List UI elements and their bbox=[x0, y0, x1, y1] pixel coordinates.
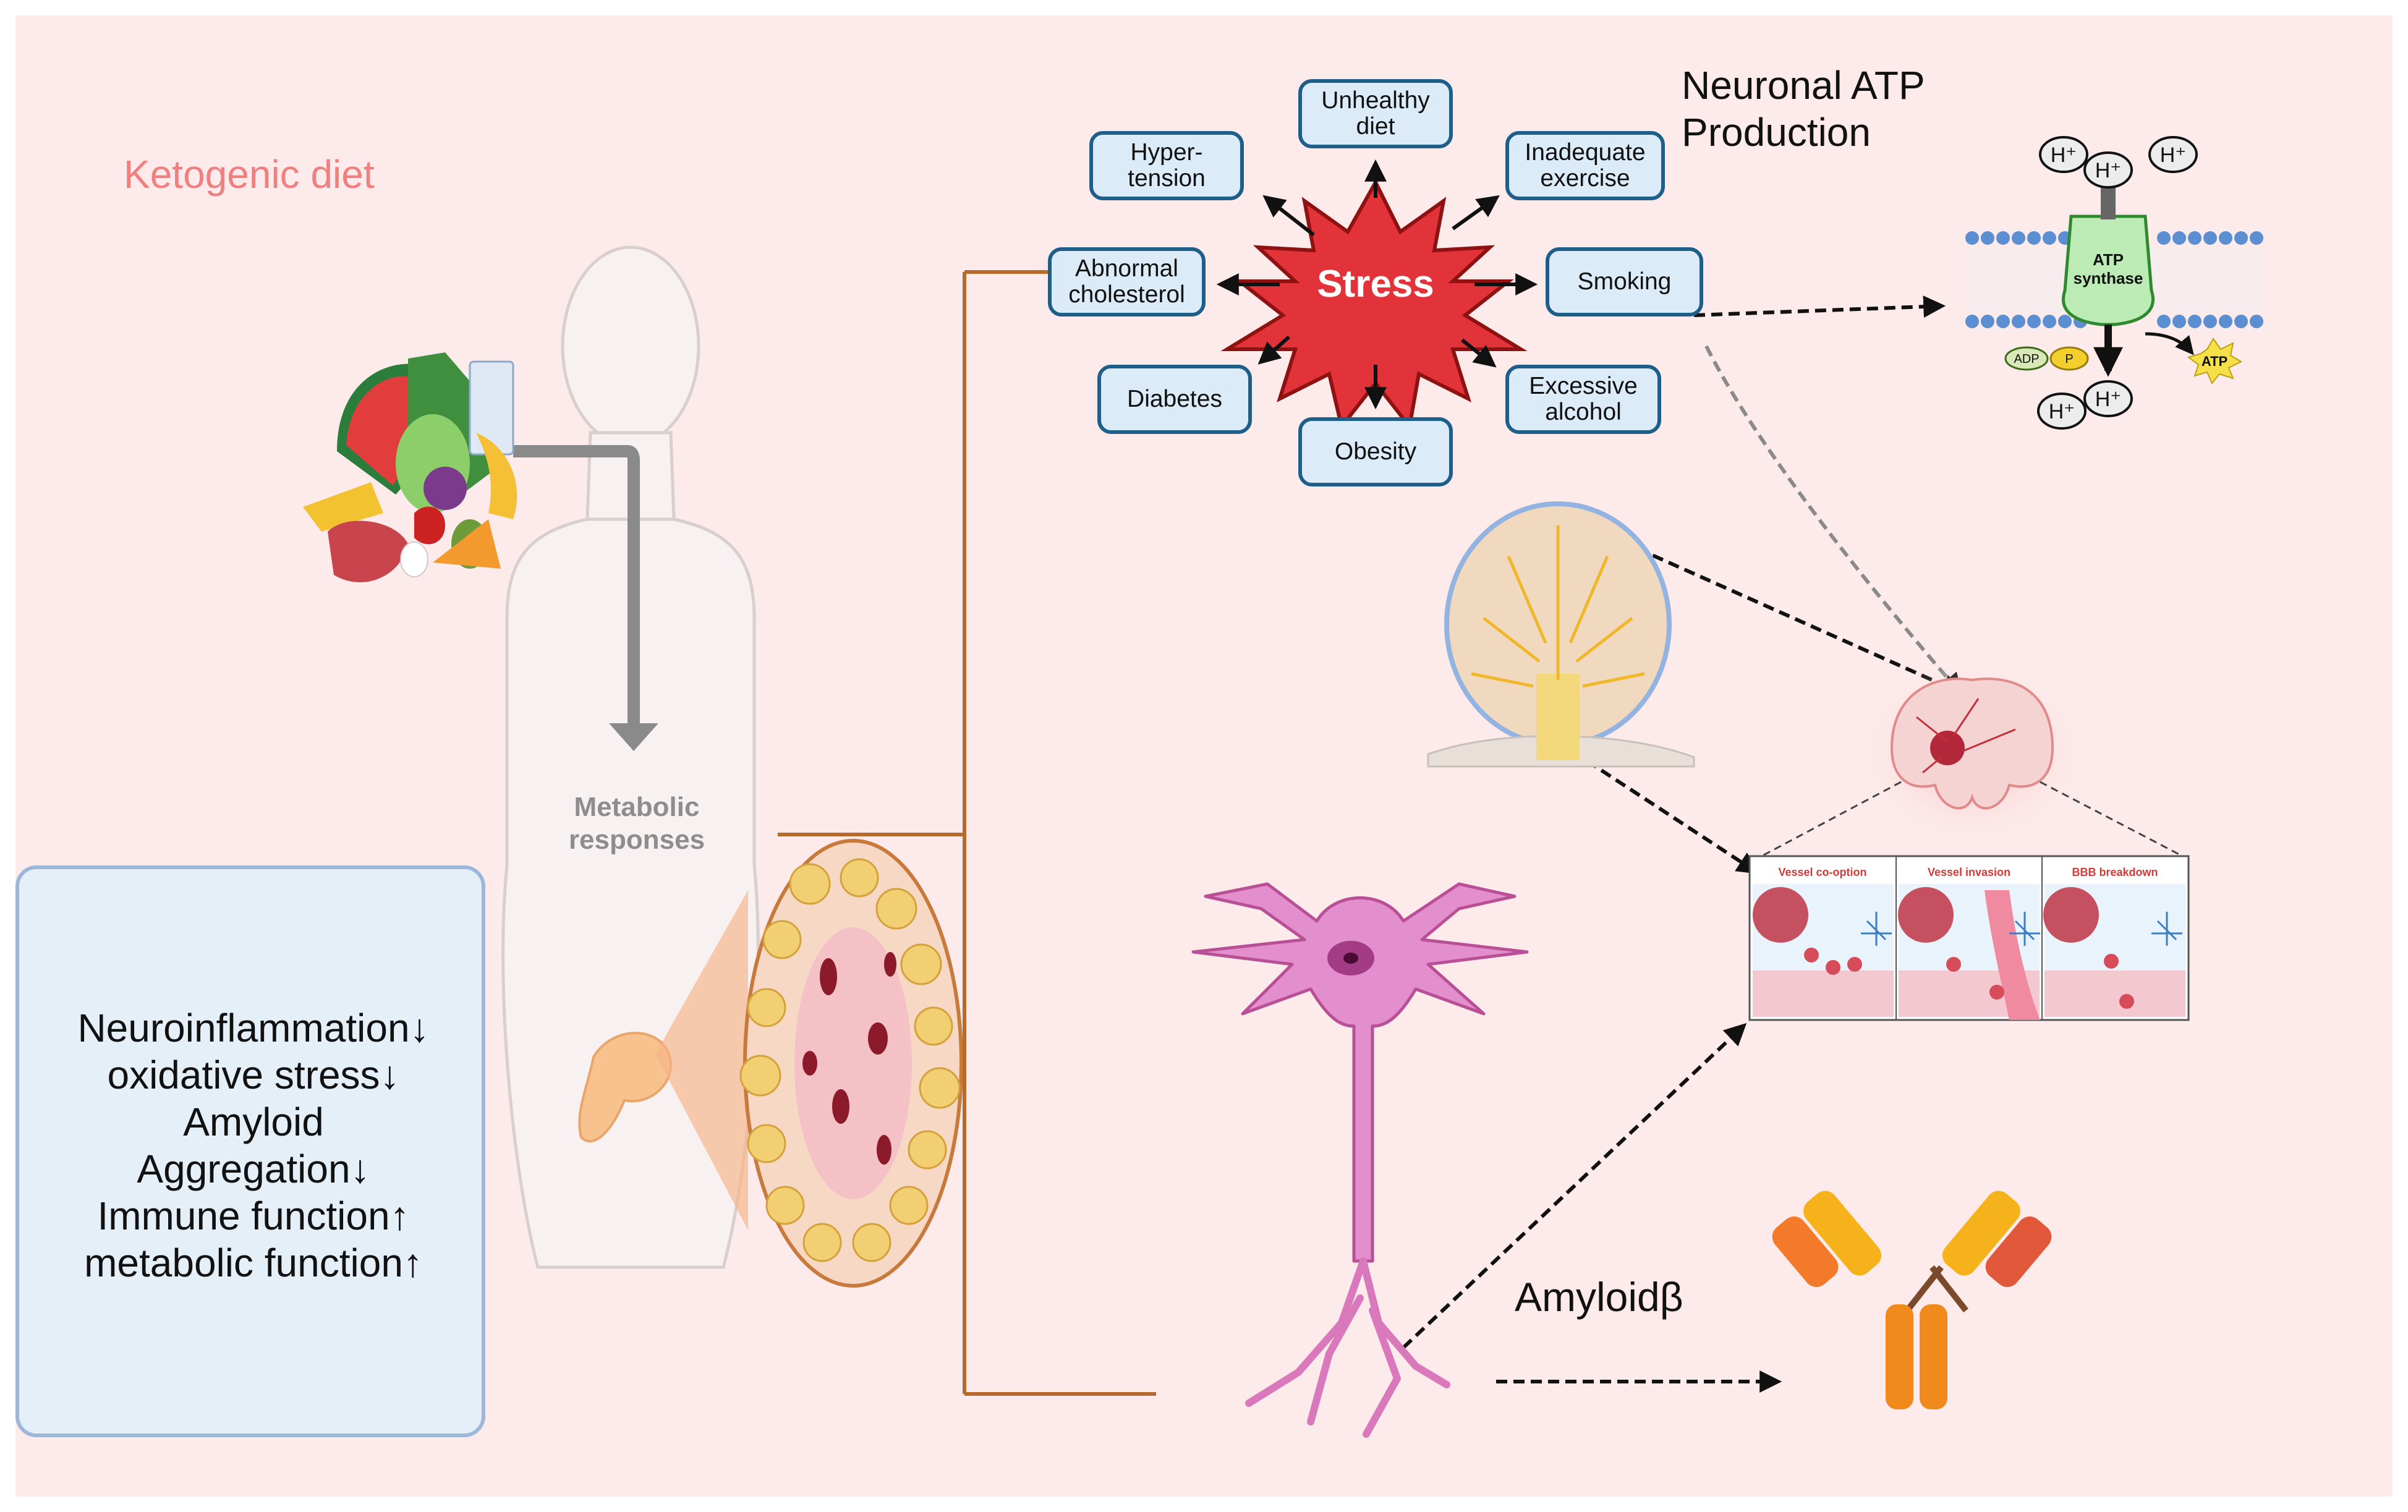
antibody-icon bbox=[1772, 1191, 2052, 1409]
h-ion-label: H⁺ bbox=[2095, 159, 2122, 182]
pancreas-icon bbox=[578, 1032, 673, 1143]
atp-product-label: ATP bbox=[2202, 354, 2227, 369]
ketogenic-diet-title: Ketogenic diet bbox=[124, 152, 375, 197]
bracket-connector bbox=[778, 270, 1156, 1396]
dotted-arrows bbox=[1402, 295, 1964, 1393]
stress-arrows bbox=[1216, 159, 1538, 410]
neuron-icon bbox=[1191, 882, 1529, 1438]
bbb-panel-title: Vessel co-option bbox=[1778, 866, 1866, 878]
food-icon bbox=[303, 352, 517, 582]
atp-burst bbox=[2187, 338, 2243, 384]
atp-synthase-protein bbox=[2062, 214, 2155, 326]
outcomes-list: Neuroinflammation↓ oxidative stress↓ Amy… bbox=[15, 1004, 491, 1286]
stress-label: Stress bbox=[1317, 263, 1434, 305]
atp-synthase-diagram bbox=[1965, 136, 2263, 430]
h-ion bbox=[2039, 136, 2088, 173]
adp-molecule bbox=[2004, 346, 2049, 371]
h-ion bbox=[2148, 136, 2198, 173]
bbb-panels bbox=[1748, 855, 2190, 1021]
factor-obesity: Obesity bbox=[1298, 417, 1453, 486]
factor-excessive-alcohol: Excessive alcohol bbox=[1505, 365, 1661, 434]
bbb-panel-title: BBB breakdown bbox=[2072, 866, 2158, 878]
metabolic-responses-label: Metabolic responses bbox=[568, 792, 705, 855]
zoom-lines bbox=[1755, 781, 2189, 860]
brain-tumor-icon bbox=[1855, 661, 2090, 847]
bbb-panel-title: Vessel invasion bbox=[1928, 866, 2010, 878]
factor-unhealthy-diet: Unhealthy diet bbox=[1298, 79, 1453, 148]
adp-label: ADP bbox=[2014, 352, 2039, 366]
outcome-item: Neuroinflammation↓ bbox=[77, 1006, 430, 1050]
h-ion-label: H⁺ bbox=[2095, 388, 2122, 411]
outcome-item: Aggregation↓ bbox=[137, 1147, 370, 1191]
amyloid-beta-label: Amyloidβ bbox=[1515, 1274, 1683, 1320]
outcome-item: Immune function↑ bbox=[97, 1194, 410, 1238]
diet-to-metabolism-arrow bbox=[513, 445, 658, 751]
atp-synthase-label: ATP synthase bbox=[2073, 250, 2143, 287]
h-ion bbox=[2037, 393, 2087, 430]
h-ion bbox=[2083, 151, 2133, 189]
h-ion-label: H⁺ bbox=[2160, 143, 2187, 167]
head-nervous-system-icon bbox=[1427, 501, 1695, 768]
h-ion-label: H⁺ bbox=[2049, 400, 2075, 423]
outcome-item: metabolic function↑ bbox=[84, 1241, 423, 1285]
lipid-bilayer bbox=[1965, 231, 2263, 328]
factor-diabetes: Diabetes bbox=[1097, 365, 1252, 434]
atp-production-title: Neuronal ATP Production bbox=[1682, 63, 1925, 155]
phosphate-label: P bbox=[2065, 352, 2073, 366]
adipose-tissue-icon bbox=[739, 839, 963, 1288]
zoom-cone bbox=[655, 890, 748, 1230]
factor-smoking: Smoking bbox=[1546, 247, 1703, 316]
outcome-item: oxidative stress↓ bbox=[107, 1053, 400, 1097]
outcome-item: Amyloid bbox=[183, 1100, 324, 1144]
factor-inadequate-exercise: Inadequate exercise bbox=[1505, 131, 1665, 200]
h-ion-label: H⁺ bbox=[2051, 143, 2077, 167]
phosphate-molecule bbox=[2049, 346, 2089, 371]
factor-hypertension: Hyper- tension bbox=[1089, 131, 1244, 200]
factor-abnormal-cholesterol: Abnormal cholesterol bbox=[1048, 247, 1206, 316]
outcomes-box bbox=[15, 865, 485, 1437]
h-ion bbox=[2083, 380, 2133, 417]
